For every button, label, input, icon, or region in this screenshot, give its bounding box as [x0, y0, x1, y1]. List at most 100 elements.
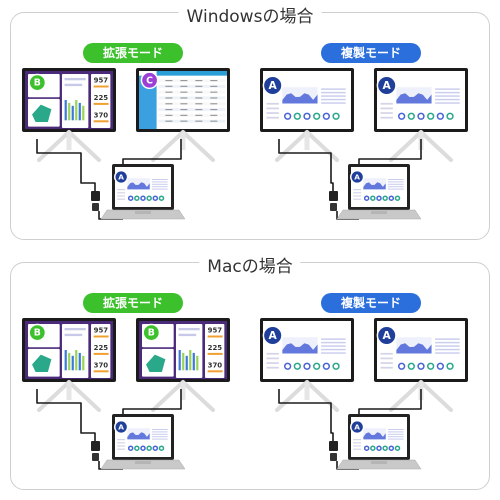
windows-mirror-adapter-2 [330, 203, 337, 211]
mac-mirror-laptop-trackpad [371, 461, 387, 464]
mac-mirror-laptop-badge-letter: A [354, 422, 360, 431]
windows-mirror-laptop-donut [382, 195, 388, 201]
mac-mirror-monitor-left-donut [283, 362, 292, 370]
mac-extend-laptop-list-line [151, 433, 168, 435]
mac-mirror-monitor-left-donut [293, 362, 301, 370]
mac-extend-laptop-chart-bg [127, 428, 150, 440]
windows-extend-laptop-chart-bg [127, 178, 150, 190]
mac-mirror-monitor-right-donut [446, 362, 454, 370]
windows-section-title: Windowsの場合 [178, 2, 322, 27]
mac-mirror-adapter-2 [330, 453, 337, 461]
mac-extend-monitor-left-radar [32, 354, 52, 373]
mac-extend-monitor-left-bar [68, 352, 71, 371]
windows-mirror-monitor-left-donut [283, 112, 292, 120]
windows-extend-monitor-right-cell [210, 114, 218, 116]
mac-extend-monitor-left-stat-bar [93, 335, 109, 338]
windows-mirror-monitor-left-list-line [321, 88, 346, 90]
mac-extend-monitor-right-stand [181, 380, 215, 412]
windows-mirror-monitor-left-side-line [266, 112, 279, 114]
mac-mirror-laptop-side-line [353, 448, 362, 450]
windows-extend-monitor-right-badge [140, 71, 159, 90]
mac-extend-laptop-trackpad [135, 461, 151, 464]
mac-extend-monitor-right-line [178, 327, 200, 331]
mac-mirror-monitor-left-list-line [321, 338, 346, 340]
mac-extend-monitor-right-radar [146, 354, 166, 373]
windows-extend-monitor-right-cell [180, 85, 188, 87]
windows-extend-monitor-right-cell [165, 85, 173, 87]
windows-extend-laptop-badge [114, 169, 129, 185]
windows-mirror-mode-label: 複製モード [321, 43, 421, 63]
mac-extend-laptop-badge-letter: A [118, 422, 124, 431]
windows-extend-laptop-base [100, 209, 186, 220]
mac-mirror-monitor-right-badge-letter: A [383, 329, 392, 342]
windows-mirror-monitor-right-stand [419, 130, 453, 162]
mac-extend-monitor-right-bar [185, 355, 188, 371]
windows-mirror-monitor-left-side-line [266, 116, 279, 119]
windows-mirror-laptop-list-line [387, 183, 404, 185]
windows-mirror-monitor-right-donut [446, 112, 454, 120]
windows-extend-monitor-right-cell [180, 79, 188, 82]
mac-mirror-monitor-left-donut [322, 362, 331, 370]
mac-extend-monitor-right-stat-bar [207, 370, 223, 373]
mac-mirror-laptop-list-line [387, 431, 404, 433]
mac-mirror-monitor-left-side-line [266, 362, 279, 364]
mac-mirror-monitor-left-list-line [321, 345, 346, 347]
windows-extend-laptop-list-line [151, 179, 168, 180]
windows-mirror-laptop-area [363, 182, 386, 190]
windows-mirror-laptop-badge [350, 169, 365, 185]
mac-mirror-monitor-left-side-line [266, 352, 279, 355]
mac-mirror-monitor-right-stand [419, 380, 453, 412]
windows-extend-monitor-right-cell [210, 108, 218, 111]
windows-extend-laptop-list-line [151, 188, 168, 190]
windows-mirror-laptop-donut [363, 195, 370, 201]
mac-mirror-monitor-right-list-line [435, 338, 460, 340]
windows-mirror-monitor-right-list-line [435, 98, 460, 101]
mac-extend-monitor-right-stat-bar [207, 335, 223, 338]
windows-mirror-laptop-badge-letter: A [354, 172, 360, 181]
windows-extend-monitor-right-cell [165, 114, 173, 116]
mac-mirror-laptop-side-line [353, 439, 362, 441]
windows-extend-laptop-side-line [117, 192, 126, 194]
mac-mirror-monitor-left-area [282, 343, 318, 354]
windows-extend-laptop-area [127, 182, 150, 190]
windows-extend-laptop-donut [146, 195, 152, 201]
mac-mirror-laptop-list-line [387, 438, 404, 440]
mac-extend-laptop-donut [146, 445, 152, 451]
windows-extend-monitor-right-cell [195, 120, 203, 122]
windows-mirror-cable-left [278, 139, 334, 191]
windows-extend-laptop-trackpad [135, 211, 151, 214]
mac-mirror-monitor-left-list-line [321, 352, 346, 354]
windows-mirror-monitor-left-stand [305, 130, 339, 162]
windows-extend-monitor-right-cell [195, 114, 203, 116]
windows-extend-monitor-left-line [64, 83, 83, 87]
windows-extend-monitor-right-cell [210, 91, 218, 93]
windows-extend-monitor-right-cell [195, 91, 203, 93]
mac-extend-laptop-side-line [117, 442, 126, 444]
mac-extend-laptop-donut [158, 445, 165, 451]
mac-mirror-monitor-left-list-line [321, 348, 346, 351]
windows-extend-monitor-right-cell [195, 85, 203, 87]
windows-extend-monitor-right-stand [181, 130, 215, 162]
windows-mirror-monitor-left-donut [303, 112, 311, 120]
mac-extend-monitor-left-bar [71, 355, 74, 371]
windows-mirror-monitor-left-list-line [321, 91, 346, 94]
mac-mirror-laptop-donut [394, 445, 401, 451]
windows-mirror-monitor-right-donut [397, 112, 406, 120]
windows-mirror-monitor-right-donut [427, 112, 435, 120]
mac-mirror-laptop-list-line [387, 433, 404, 435]
windows-mirror-laptop-donut [388, 195, 395, 201]
mac-mirror-monitor-right-donut [407, 362, 415, 370]
mac-mirror-monitor-left-donut [303, 362, 311, 370]
windows-extend-laptop-donut [152, 195, 159, 201]
windows-mirror-monitor-right-stand [389, 130, 423, 162]
mac-extend-monitor-left-stand [67, 380, 101, 412]
mac-extend-monitor-right-bar [178, 350, 181, 371]
windows-extend-monitor-left-bar [78, 102, 81, 121]
mac-mirror-monitor-right-list-line [435, 348, 460, 351]
windows-extend-monitor-left-badge-letter: B [34, 78, 41, 89]
windows-extend-monitor-right-cell [180, 108, 188, 111]
windows-extend-monitor-left-badge [28, 73, 47, 92]
mac-extend-monitor-right-stat-number: 957 [208, 327, 223, 335]
